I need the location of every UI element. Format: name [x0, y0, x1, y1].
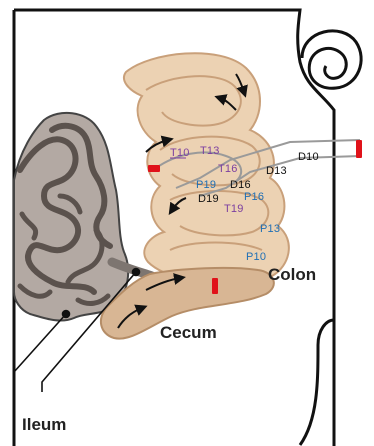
site-label-d10: D10 [298, 151, 319, 163]
site-label-t13: T13 [200, 145, 220, 157]
site-label-d19: D19 [198, 193, 219, 205]
colon-label: Colon [268, 265, 316, 284]
electrode-marker [148, 165, 160, 172]
electrode-marker [212, 278, 218, 294]
site-label-p13: P13 [260, 223, 280, 235]
site-label-p10: P10 [246, 251, 266, 263]
site-label-t10: T10 [170, 147, 190, 159]
site-label-p16: P16 [244, 191, 264, 203]
site-label-d16: D16 [230, 179, 251, 191]
electrode-marker [356, 140, 362, 158]
site-label-p19: P19 [196, 179, 216, 191]
ileum-label: Ileum [22, 415, 66, 434]
site-label-t16: T16 [218, 163, 238, 175]
cecum-label: Cecum [160, 323, 217, 342]
site-label-d13: D13 [266, 165, 287, 177]
small-intestine [14, 113, 128, 321]
site-label-t19: T19 [224, 203, 244, 215]
tail-spiral [302, 31, 361, 88]
